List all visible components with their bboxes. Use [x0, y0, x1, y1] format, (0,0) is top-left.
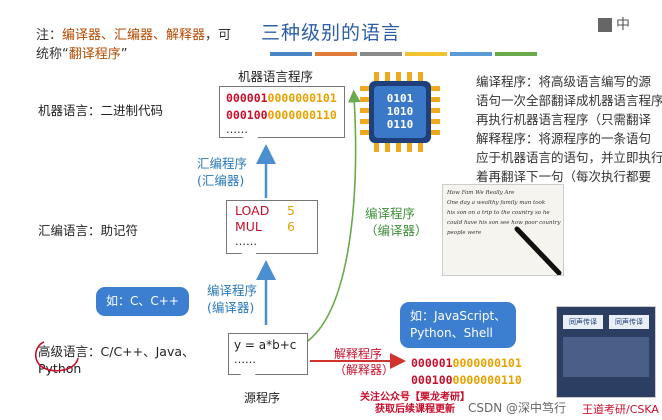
source-caption: 源程序	[244, 391, 281, 405]
translator-terms: 编译器、汇编器、解释器	[62, 28, 206, 43]
accent-bar	[495, 52, 537, 56]
accent-bar	[315, 52, 357, 56]
logo: 中	[598, 14, 662, 36]
accent-bar	[405, 52, 447, 56]
machine-code-doc: 0000010000000101 0001000000000110 ……	[219, 86, 345, 145]
cpu-chip-icon: 0101 1010 0110	[358, 70, 442, 154]
machine-doc-heading: 机器语言程序	[238, 69, 314, 84]
compiled-languages-callout: 如：C、C++	[96, 287, 189, 316]
interpreter-label: 解释程序 （解释器）	[334, 347, 395, 377]
compile-direct-arrow	[299, 89, 361, 347]
accent-bar	[360, 52, 402, 56]
handwriting-image: How Fam We Really Are One day a wealthy …	[442, 184, 564, 276]
pen-icon	[514, 226, 562, 275]
promo-text: 关注公众号【栗龙考研】 获取后续课程更新	[360, 392, 470, 415]
csdn-watermark: CSDN @深中笃行	[467, 401, 566, 415]
interpreted-output: 0000010000000101 0001000000000110	[411, 355, 522, 389]
note-text: 注：编译器、汇编器、解释器，可统称“翻译程序”	[36, 28, 232, 62]
high-level-label: 高级语言：C/C++、Java、Python	[38, 344, 195, 376]
interpreter-booth-photo: 同声传译 同声传译	[556, 306, 656, 398]
slide-title: 三种级别的语言	[260, 22, 401, 44]
accent-bar	[450, 52, 492, 56]
handwritten-circle-mark	[34, 341, 79, 372]
assembly-level-label: 汇编语言：助记符	[38, 223, 139, 238]
compiler-label-mid: 编译程序 (编译器)	[207, 283, 258, 315]
output-row: 0000010000000101	[411, 356, 522, 370]
accent-bar	[270, 52, 312, 56]
assembler-label: 汇编程序 (汇编器)	[197, 156, 248, 188]
source-doc: y = a*b+c ……	[228, 333, 308, 382]
compiler-label-right: 编译程序 （编译器）	[365, 206, 428, 238]
logo-icon	[598, 18, 612, 32]
title-accent-bars	[270, 52, 537, 56]
machine-row: 0001000000000110	[226, 108, 337, 122]
machine-row: 0000010000000101	[226, 91, 337, 105]
machine-level-label: 机器语言：二进制代码	[38, 103, 164, 118]
interpreted-languages-callout: 如：JavaScript、 Python、Shell	[400, 302, 517, 348]
description-text: 编译程序：将高级语言编写的源 语句一次全部翻译成机器语言程序 再执行机器语言程序…	[476, 74, 662, 184]
output-row: 0001000000000110	[411, 373, 522, 387]
umbrella-term: 翻译程序	[68, 47, 121, 62]
course-overlay: 王道考研/CSKA	[582, 403, 659, 416]
